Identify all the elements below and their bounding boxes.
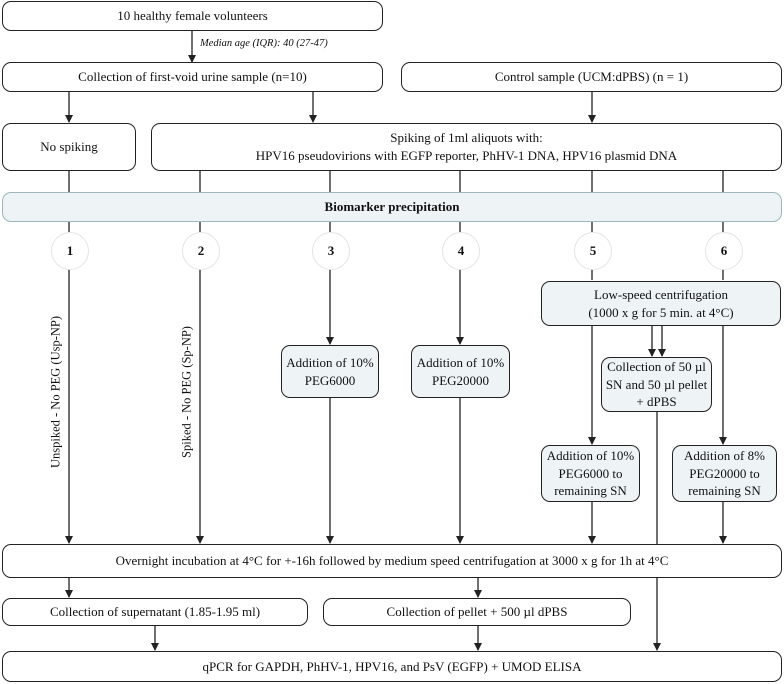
collection-urine-text: Collection of first-void urine sample (n…	[78, 69, 307, 85]
addition-peg6000-sn-box: Addition of 10% PEG6000 to remaining SN	[541, 445, 640, 502]
condition-number-5: 5	[574, 232, 612, 270]
spiked-label: Spiked - No PEG (Sp-NP)	[179, 326, 194, 458]
condition-number-2: 2	[182, 232, 220, 270]
addition-peg20000-sn-line-3: remaining SN	[688, 483, 761, 499]
addition-peg20000-sn-line-1: Addition of 8%	[684, 448, 765, 464]
addition-peg6000-sn-line-3: remaining SN	[554, 483, 627, 499]
median-age-label: Median age (IQR): 40 (27-47)	[200, 38, 328, 49]
addition-peg20000-sn-box: Addition of 8% PEG20000 to remaining SN	[672, 445, 777, 502]
collection-50ul-line-3: + dPBS	[636, 394, 677, 410]
condition-number-3: 3	[312, 232, 350, 270]
control-sample-box: Control sample (UCM:dPBS) (n = 1)	[401, 62, 782, 92]
collection-50ul-box: Collection of 50 µl SN and 50 µl pellet …	[601, 357, 712, 412]
condition-number-1: 1	[51, 232, 89, 270]
overnight-incubation-text: Overnight incubation at 4°C for +-16h fo…	[115, 553, 669, 569]
spiking-line-2: HPV16 pseudovirions with EGFP reporter, …	[255, 148, 678, 163]
collection-pellet-text: Collection of pellet + 500 µl dPBS	[386, 604, 568, 620]
condition-number-6: 6	[705, 232, 743, 270]
volunteers-box: 10 healthy female volunteers	[2, 1, 383, 31]
addition-peg20000-sn-line-2: PEG20000 to	[689, 465, 760, 481]
spiking-box: Spiking of 1ml aliquots with: HPV16 pseu…	[151, 123, 782, 171]
collection-supernatant-box: Collection of supernatant (1.85-1.95 ml)	[2, 598, 308, 626]
low-speed-centrifugation-box: Low-speed centrifugation (1000 x g for 5…	[541, 281, 781, 326]
collection-50ul-line-2: SN and 50 µl pellet	[605, 376, 708, 392]
addition-peg6000-sn-line-2: PEG6000 to	[558, 465, 623, 481]
control-sample-text: Control sample (UCM:dPBS) (n = 1)	[494, 69, 689, 85]
qpcr-box: qPCR for GAPDH, PhHV-1, HPV16, and PsV (…	[2, 651, 782, 682]
biomarker-precipitation-box: Biomarker precipitation	[2, 192, 782, 222]
volunteers-text: 10 healthy female volunteers	[117, 8, 268, 24]
qpcr-text: qPCR for GAPDH, PhHV-1, HPV16, and PsV (…	[202, 658, 582, 674]
addition-peg20000-box: Addition of 10% PEG20000	[411, 345, 510, 398]
addition-peg20000-line-2: PEG20000	[431, 372, 490, 388]
addition-peg6000-line-1: Addition of 10%	[286, 354, 374, 370]
collection-pellet-box: Collection of pellet + 500 µl dPBS	[323, 598, 631, 626]
biomarker-precipitation-text: Biomarker precipitation	[324, 199, 460, 215]
addition-peg6000-box: Addition of 10% PEG6000	[281, 345, 379, 398]
low-speed-line-1: Low-speed centrifugation	[594, 286, 728, 302]
addition-peg6000-line-2: PEG6000	[304, 372, 356, 388]
unspiked-label: Unspiked - No PEG (Usp-NP)	[48, 315, 63, 469]
low-speed-line-2: (1000 x g for 5 min. at 4°C)	[588, 304, 734, 320]
overnight-incubation-box: Overnight incubation at 4°C for +-16h fo…	[2, 544, 782, 578]
collection-supernatant-text: Collection of supernatant (1.85-1.95 ml)	[49, 604, 261, 620]
no-spiking-box: No spiking	[2, 123, 136, 171]
addition-peg6000-sn-line-1: Addition of 10%	[546, 448, 635, 464]
condition-number-4: 4	[442, 232, 480, 270]
addition-peg20000-line-1: Addition of 10%	[416, 354, 505, 370]
collection-urine-box: Collection of first-void urine sample (n…	[2, 62, 383, 92]
no-spiking-text: No spiking	[40, 139, 98, 155]
spiking-line-1: Spiking of 1ml aliquots with:	[390, 130, 543, 146]
collection-50ul-line-1: Collection of 50 µl	[607, 359, 706, 375]
